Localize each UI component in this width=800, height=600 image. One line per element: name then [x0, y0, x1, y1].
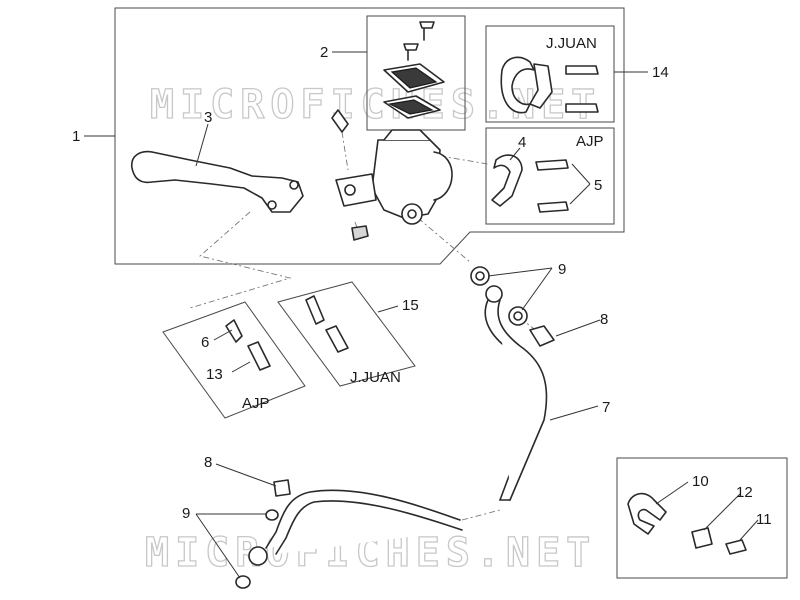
callout-13: 13	[206, 366, 223, 383]
callout-10: 10	[692, 473, 709, 490]
juan-switch-kit-frame	[277, 281, 416, 387]
callout-1: 1	[72, 128, 80, 145]
leader-13	[231, 361, 251, 373]
juan-label-clamp: J.JUAN	[546, 35, 597, 52]
brake-hose	[248, 285, 548, 566]
ajp-label-clamp: AJP	[576, 133, 604, 150]
callout-6: 6	[201, 334, 209, 351]
callout-11: 11	[756, 511, 772, 528]
callout-12: 12	[736, 484, 753, 501]
juan-clamp-frame	[485, 25, 615, 123]
juan-switch-kit	[305, 295, 349, 353]
callout-8-upper: 8	[600, 311, 608, 328]
align-line-pin	[341, 131, 349, 171]
callout-15: 15	[402, 297, 419, 314]
align-line-lever	[189, 211, 292, 309]
ajp-switch-kit-frame	[162, 301, 306, 419]
leader-6	[213, 329, 233, 341]
clip-kit-frame	[616, 457, 788, 579]
master-cylinder-assembly-frame	[114, 7, 625, 265]
callout-9-upper: 9	[558, 261, 566, 278]
align-line-clamp	[439, 155, 489, 165]
align-line-nut	[354, 221, 361, 237]
reservoir-cover-kit	[383, 21, 445, 119]
leader-4	[509, 147, 521, 161]
leader-10	[655, 481, 689, 505]
brake-lever	[130, 150, 304, 213]
callout-2: 2	[320, 44, 328, 61]
leader-5	[569, 163, 591, 205]
callout-3: 3	[204, 109, 212, 126]
callout-14: 14	[652, 64, 669, 81]
leader-15	[377, 305, 399, 313]
ajp-clamp-frame	[485, 127, 615, 225]
leader-7	[549, 405, 599, 421]
callout-7: 7	[602, 399, 610, 416]
banjo-bolts	[273, 325, 555, 497]
callout-9-lower: 9	[182, 505, 190, 522]
leader-12	[703, 493, 741, 531]
align-line-hose	[417, 217, 471, 263]
leader-3	[195, 123, 209, 167]
juan-label-switch: J.JUAN	[350, 369, 401, 386]
leader-8a	[555, 319, 601, 337]
leader-11	[739, 519, 759, 541]
callout-5: 5	[594, 177, 602, 194]
leader-9b	[195, 513, 266, 579]
callout-4: 4	[518, 134, 526, 151]
ajp-label-switch: AJP	[242, 395, 270, 412]
juan-clamp	[500, 56, 599, 114]
leader-9a	[487, 267, 553, 311]
align-line-hose-join	[461, 509, 501, 521]
ajp-clamp	[491, 154, 569, 213]
hose-clip-kit	[627, 492, 747, 555]
master-cylinder-body	[331, 109, 453, 241]
copper-washers	[235, 266, 528, 589]
ajp-switch-kit	[225, 319, 271, 371]
leader-8b	[215, 463, 277, 487]
callout-8-lower: 8	[204, 454, 212, 471]
